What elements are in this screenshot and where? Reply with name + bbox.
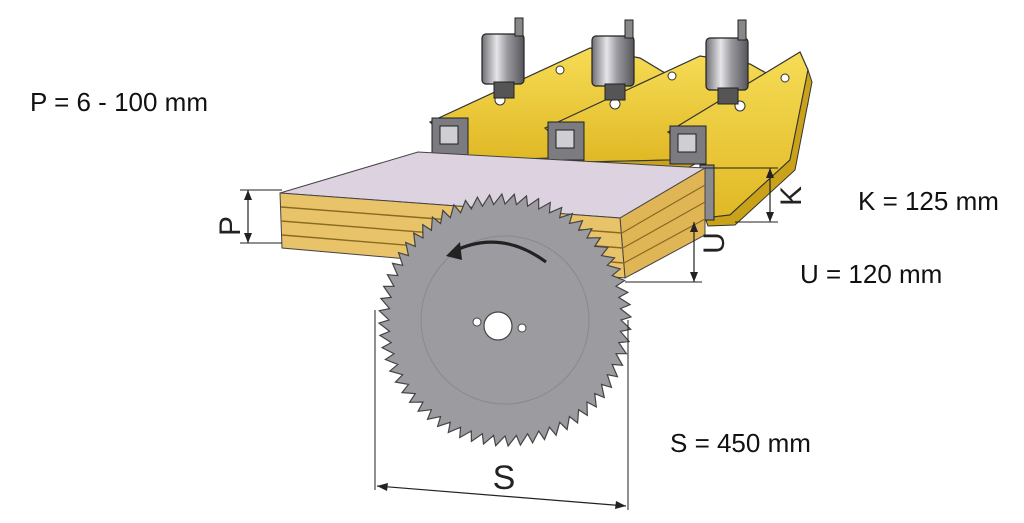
saw-blade <box>377 192 633 448</box>
spec-p: P = 6 - 100 mm <box>30 87 208 117</box>
dimension-u: U <box>625 222 731 283</box>
dimension-s: S <box>374 310 629 510</box>
dimension-p: P <box>214 189 282 244</box>
dimension-letter-s: S <box>493 459 516 497</box>
dimension-letter-k: K <box>775 186 808 206</box>
dimension-letter-u: U <box>698 232 731 254</box>
spec-u: U = 120 mm <box>800 259 943 289</box>
dimension-letter-p: P <box>214 216 247 236</box>
spec-k: K = 125 mm <box>858 186 999 216</box>
dimension-k: K <box>705 167 808 223</box>
spec-s: S = 450 mm <box>670 428 811 458</box>
